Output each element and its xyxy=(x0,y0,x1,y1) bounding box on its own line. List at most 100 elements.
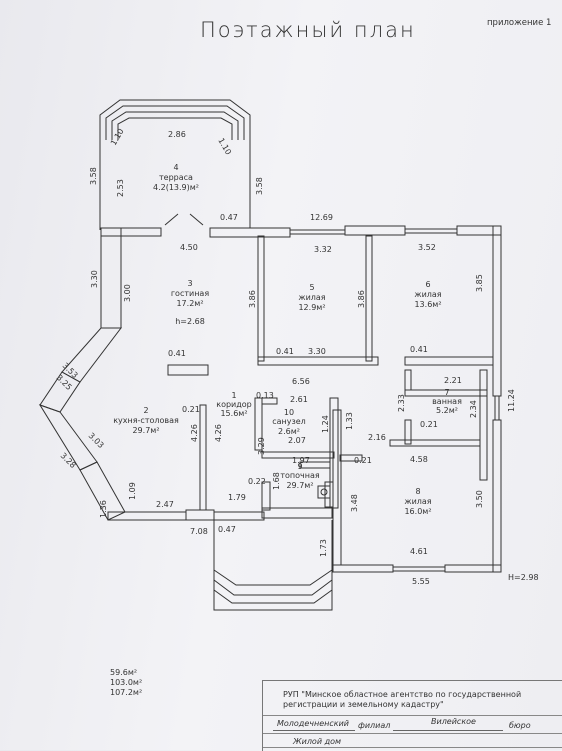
org-name: РУП "Минское областное агентство по госу… xyxy=(283,690,522,709)
wall-top-mid2 xyxy=(344,225,406,236)
svg-text:терраса: терраса xyxy=(159,173,193,182)
dim-top-total: 12.69 xyxy=(310,213,333,222)
dim-terrace-right: 3.58 xyxy=(255,177,264,195)
room-bedroom-6: 6 жилая 13.6м² xyxy=(414,280,441,309)
svg-text:жилая: жилая xyxy=(414,290,441,299)
svg-text:29.7м²: 29.7м² xyxy=(132,426,159,435)
svg-text:3: 3 xyxy=(187,279,192,288)
branch-end: бюро xyxy=(509,721,531,730)
dim-living-top: 4.50 xyxy=(180,243,198,252)
dim-wc-door: 0.21 xyxy=(354,456,372,465)
room-boiler: 9 топочная 29.7м² xyxy=(280,462,320,490)
wall-room5-right xyxy=(365,235,373,362)
branch-mid: филиал xyxy=(358,721,391,730)
room-bath: 7 ванная 5.2м² xyxy=(432,388,462,415)
terrace-roof-outer xyxy=(99,99,251,140)
dim-terrace-diag-right: 1.10 xyxy=(216,137,233,157)
dim-bottom-left: 7.08 xyxy=(190,527,208,536)
branch-left: Молодечненский xyxy=(277,719,349,728)
dim-room6-wall: 0.41 xyxy=(410,345,428,354)
wall-bottom-right2 xyxy=(444,564,502,573)
svg-text:17.2м²: 17.2м² xyxy=(176,299,203,308)
total-living: 59.6м² xyxy=(110,668,138,677)
wall-bath-left-upper xyxy=(404,369,412,391)
svg-text:8: 8 xyxy=(415,487,420,496)
dim-corridor-len: 6.56 xyxy=(292,377,310,386)
room-corridor: 1 коридор 15.6м² xyxy=(216,391,252,418)
wall-boiler-top xyxy=(299,461,331,469)
dim-wc-top: 2.61 xyxy=(290,395,308,404)
dim-terrace-top: 2.86 xyxy=(168,130,186,139)
wall-wc-bottom xyxy=(261,451,335,459)
dim-kitchen-diag4: 3.28 xyxy=(59,451,78,470)
wall-boiler-stub xyxy=(261,481,271,511)
dim-terrace-wall: 0.47 xyxy=(220,213,238,222)
wall-bath-right xyxy=(479,369,488,481)
total-general: 103.0м² xyxy=(110,678,143,687)
svg-text:4: 4 xyxy=(173,163,178,172)
dim-bath-right: 2.34 xyxy=(469,400,478,418)
wall-room5-bottom xyxy=(257,356,379,366)
boiler-unit-icon xyxy=(320,488,328,496)
dim-bath-bottom: 4.58 xyxy=(410,455,428,464)
dim-room8-left: 3.48 xyxy=(350,494,359,512)
dim-room5-right: 3.86 xyxy=(357,290,366,308)
dim-room5-left: 3.86 xyxy=(248,290,257,308)
dim-wc-left: 3.29 xyxy=(257,437,266,455)
dim-terrace-inner-left: 2.53 xyxy=(116,179,125,197)
svg-text:1: 1 xyxy=(231,391,236,400)
svg-text:2.6м²: 2.6м² xyxy=(278,427,300,436)
dim-kitchen-bottom-left: 1.36 xyxy=(99,500,108,518)
svg-text:кухня-столовая: кухня-столовая xyxy=(113,416,179,425)
porch-wall xyxy=(261,507,333,519)
wall-bottom-right1 xyxy=(332,564,394,573)
wall-room8-left xyxy=(332,409,342,566)
wall-top-mid1 xyxy=(209,227,291,238)
dim-room6-right: 3.85 xyxy=(475,274,484,292)
wall-top-left xyxy=(100,227,162,237)
svg-text:санузел: санузел xyxy=(272,417,306,426)
dim-room5-top: 3.32 xyxy=(314,245,332,254)
terrace-roof-line xyxy=(111,111,239,140)
wall-wc-top xyxy=(261,397,278,405)
svg-text:жилая: жилая xyxy=(404,497,431,506)
dim-boiler-wall: 0.22 xyxy=(248,477,266,486)
total-overall: 107.2м² xyxy=(110,688,143,697)
svg-text:ванная: ванная xyxy=(432,397,462,406)
terrace-door-swing xyxy=(164,213,179,226)
wall-right-lower xyxy=(492,419,502,573)
dim-kitchen-diag3: 3.03 xyxy=(87,431,106,450)
svg-text:7: 7 xyxy=(444,388,449,397)
dim-entry-door-wall: 0.47 xyxy=(218,525,236,534)
dim-terrace-outer-left: 3.58 xyxy=(89,167,98,185)
dim-room5-bottom: 3.30 xyxy=(308,347,326,356)
dim-living-wall: 0.41 xyxy=(168,349,186,358)
wall-top-right xyxy=(456,225,502,236)
wall-bottom-window xyxy=(185,509,215,521)
dim-wc-wall: 0.13 xyxy=(256,391,274,400)
wall-bottom-entry xyxy=(213,511,265,521)
appendix-label: приложение 1 xyxy=(487,18,552,28)
svg-text:5: 5 xyxy=(309,283,314,292)
dim-terrace-diag-left: 1.10 xyxy=(109,127,126,147)
svg-text:5.2м²: 5.2м² xyxy=(436,406,458,415)
svg-text:h=2.68: h=2.68 xyxy=(175,317,205,326)
wall-wc-left xyxy=(254,397,263,451)
wall-bottom-left xyxy=(107,511,187,521)
wall-kitchen-right xyxy=(199,404,207,511)
dim-kitchen-bottom: 2.47 xyxy=(156,500,174,509)
svg-text:10: 10 xyxy=(284,408,294,417)
room-wc: 10 санузел 2.6м² xyxy=(272,408,306,436)
room-kitchen: 2 кухня-столовая 29.7м² xyxy=(113,406,179,435)
wall-bath-bottom xyxy=(389,439,481,447)
dim-bath-left: 2.33 xyxy=(397,394,406,412)
porch-step xyxy=(213,569,333,586)
dim-room8-bottom: 4.61 xyxy=(410,547,428,556)
page-title: Поэтажный план xyxy=(200,18,416,42)
terrace-roof-line xyxy=(105,105,245,140)
svg-text:2: 2 xyxy=(143,406,148,415)
svg-text:жилая: жилая xyxy=(298,293,325,302)
svg-text:12.9м²: 12.9м² xyxy=(298,303,325,312)
room-bedroom-8: 8 жилая 16.0м² xyxy=(404,487,431,516)
